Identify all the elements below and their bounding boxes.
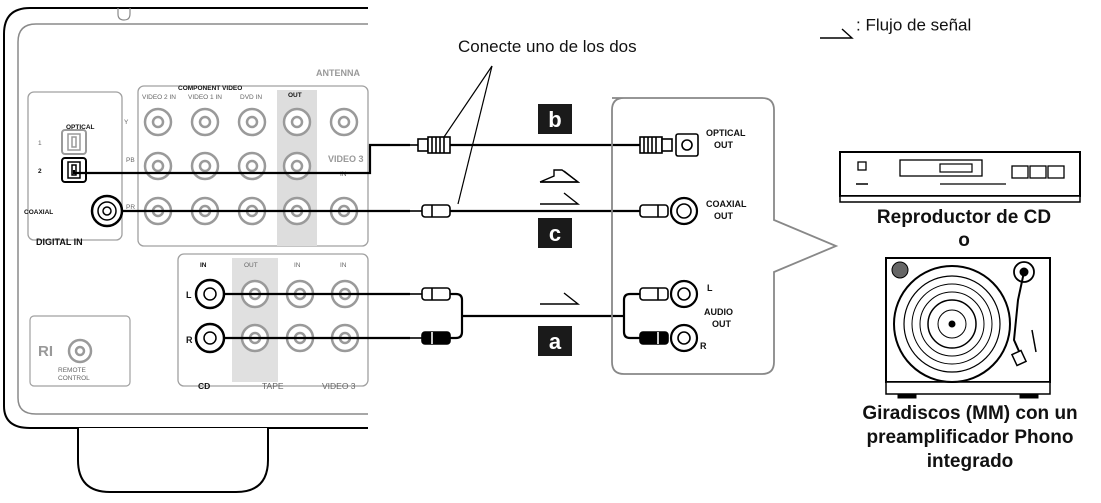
- legend-text: : Flujo de señal: [856, 15, 971, 34]
- video3-bottom-label: VIDEO 3: [322, 381, 356, 391]
- ri-logo: RI: [38, 343, 53, 360]
- turntable-illustration: [885, 257, 1051, 399]
- tape-in-label: IN: [294, 262, 301, 269]
- coaxial-in-jack: [90, 194, 124, 228]
- pr-label: PR: [126, 204, 135, 211]
- badge-c: c: [538, 218, 572, 248]
- source-panel-callout: [611, 97, 839, 375]
- cd-player-caption: Reproductor de CD: [877, 207, 1051, 228]
- callout-text: Conecte uno de los dos: [458, 37, 637, 56]
- coaxial-plug-source: [639, 196, 699, 226]
- tape-out-label: OUT: [244, 262, 258, 269]
- signal-flow-arrow-icon: [820, 28, 854, 39]
- remote-control-frame: [29, 315, 131, 387]
- analog-cable-split: [622, 292, 640, 340]
- turntable-caption-line-2: preamplificador Phono: [867, 427, 1074, 448]
- video-out-label: OUT: [288, 92, 302, 99]
- turntable-caption-line-1: Giradiscos (MM) con un: [862, 403, 1077, 424]
- video3-in-label: IN: [340, 171, 347, 178]
- or-word: o: [958, 230, 970, 251]
- tape-label: TAPE: [262, 381, 284, 391]
- analog-cable-join: [450, 292, 464, 340]
- coaxial-plug-receiver: [410, 204, 451, 218]
- signal-flow-arrow-icon: [540, 170, 581, 183]
- optical-out-label-2: OUT: [714, 140, 734, 150]
- remote-label-1: REMOTE: [58, 367, 86, 374]
- legend: : Flujo de señal: [820, 15, 971, 39]
- audio-left-label: L: [707, 283, 713, 293]
- audio-out-label-2: OUT: [712, 319, 732, 329]
- turntable-caption-line-3: integrado: [927, 451, 1014, 472]
- component-jacks: [143, 107, 359, 226]
- left-channel-label: L: [186, 290, 192, 300]
- analog-right-plug-source: [639, 323, 699, 353]
- cables: [72, 65, 640, 340]
- optical-cable-run: [72, 143, 410, 175]
- audio-right-label: R: [700, 341, 707, 351]
- callout-line-optical: [441, 65, 493, 141]
- cd-player-illustration: [839, 151, 1081, 203]
- digital-in-label: DIGITAL IN: [36, 237, 83, 247]
- analog-left-plug-source: [639, 279, 699, 309]
- right-channel-label: R: [186, 335, 193, 345]
- cd-in-left-jack: [194, 278, 226, 310]
- y-label: Y: [124, 119, 129, 126]
- video3-audio-in-label: IN: [340, 262, 347, 269]
- cd-in-label: IN: [200, 262, 207, 269]
- optical-label: OPTICAL: [66, 124, 95, 131]
- audio-out-label-1: AUDIO: [704, 307, 733, 317]
- svg-text:c: c: [549, 221, 561, 246]
- callout-line-coaxial: [457, 65, 493, 205]
- svg-text:b: b: [548, 107, 561, 132]
- optical-plug-source: [639, 133, 699, 157]
- signal-flow-arrow-icon: [540, 292, 581, 305]
- component-video-frame: [137, 85, 369, 247]
- analog-left-plug-receiver: [410, 287, 451, 301]
- remote-control-jack: [67, 338, 93, 364]
- remote-label-2: CONTROL: [58, 375, 90, 382]
- receiver-foot: [77, 428, 269, 493]
- cd-in-right-jack: [194, 322, 226, 354]
- coaxial-out-label-1: COAXIAL: [706, 199, 747, 209]
- signal-flow-arrows: [539, 169, 581, 305]
- optical-2-label: 2: [38, 168, 42, 175]
- video1-in-label: VIDEO 1 IN: [188, 94, 222, 101]
- digital-in-frame: [27, 91, 123, 241]
- coaxial-label: COAXIAL: [24, 209, 53, 216]
- video3-label: VIDEO 3: [328, 154, 364, 164]
- component-video-label: COMPONENT VIDEO: [178, 85, 242, 92]
- dvd-in-label: DVD IN: [240, 94, 262, 101]
- optical-1-label: 1: [38, 140, 42, 147]
- optical-out-label-1: OPTICAL: [706, 128, 746, 138]
- antenna-label: ANTENNA: [316, 68, 360, 78]
- analog-right-plug-receiver: [410, 331, 451, 345]
- pb-label: PB: [126, 157, 135, 164]
- signal-flow-arrow-icon: [539, 169, 581, 183]
- optical-1-jack: [61, 129, 87, 155]
- coaxial-out-label-2: OUT: [714, 211, 734, 221]
- analog-audio-frame: [177, 253, 369, 387]
- badge-b: b: [538, 104, 572, 134]
- video2-in-label: VIDEO 2 IN: [142, 94, 176, 101]
- badge-a: a: [538, 326, 572, 356]
- tape-out-highlight: [232, 258, 278, 382]
- cd-label: CD: [198, 381, 210, 391]
- signal-flow-arrow-icon: [540, 192, 581, 205]
- cable-plugs: [410, 133, 699, 353]
- optical-plug-receiver: [410, 136, 451, 154]
- svg-text:a: a: [549, 329, 562, 354]
- receiver-rear-panel: ANTENNA COMPONENT VIDEO VIDEO 2 IN VIDEO…: [3, 7, 369, 493]
